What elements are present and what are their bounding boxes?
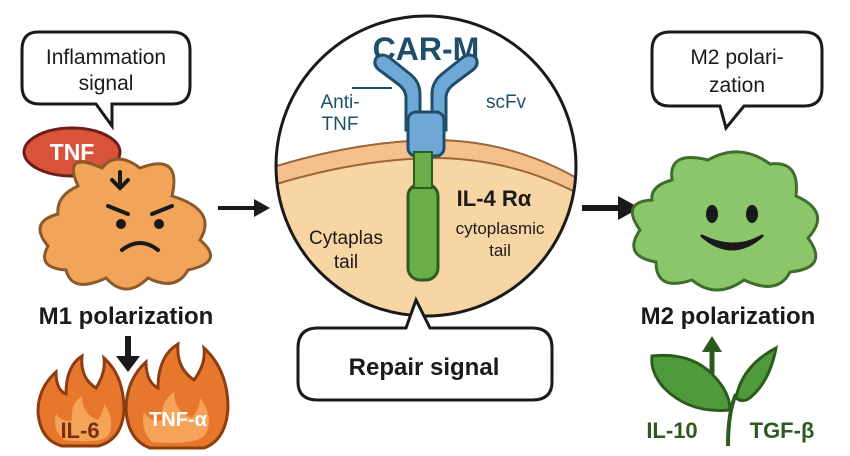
scfv-antibody	[373, 53, 479, 158]
cell-membrane	[276, 138, 576, 202]
anti-label-line-1: Anti-	[320, 92, 359, 113]
m2-polarization-label: M2 polarization	[641, 303, 816, 330]
right-arrow-icon	[218, 199, 270, 217]
antibody-right-arm	[430, 53, 479, 132]
angry-face-icon	[106, 204, 174, 252]
m1-macrophage	[38, 157, 212, 291]
scfv-label: scFv	[486, 92, 527, 113]
il6-flame: IL-6	[36, 353, 126, 448]
repair-signal-label: Repair signal	[349, 354, 500, 381]
tgf-beta-label: TGF-β	[750, 418, 815, 443]
down-arrow-icon	[116, 336, 140, 372]
m1-polarization-label: M1 polarization	[39, 303, 214, 330]
smiling-face-icon	[700, 205, 764, 251]
il6-label: IL-6	[60, 418, 99, 443]
cytaplas-label-line-2: tail	[334, 252, 358, 273]
tnf-badge-label: TNF	[50, 139, 95, 165]
tnf-alpha-flame: TNF-α	[124, 341, 230, 450]
il4-receptor-label: IL-4 Rα	[457, 186, 532, 211]
inflammation-speech-bubble: Inflammation signal	[20, 30, 192, 131]
right-arrow-icon	[582, 196, 640, 220]
transmembrane-domain	[413, 151, 433, 189]
cytoplasmic-label-line-2: tail	[489, 241, 511, 260]
m2-macrophage	[630, 150, 819, 292]
down-arrow-icon	[110, 170, 130, 191]
transmembrane-tail	[406, 182, 440, 282]
m2-speech-bubble: M2 polari- zation	[650, 30, 824, 132]
tnf-alpha-label: TNF-α	[149, 409, 208, 431]
m2-cell-body	[630, 150, 819, 292]
m2-bubble-line-1: M2 polari-	[690, 46, 783, 69]
anti-label-line-2: TNF	[322, 114, 359, 135]
leaf-sprout-icon	[650, 345, 779, 447]
inflammation-bubble-line-1: Inflammation	[46, 46, 166, 69]
inflammation-bubble-line-2: signal	[79, 72, 134, 95]
antibody-left-arm	[373, 53, 422, 132]
antibody-stem	[406, 110, 446, 158]
up-arrow-icon	[702, 336, 722, 374]
repair-signal-callout: Repair signal	[296, 296, 554, 402]
il10-label: IL-10	[646, 418, 697, 443]
cytaplas-label-line-1: Cytaplas	[309, 228, 383, 249]
m2-bubble-line-2: zation	[709, 74, 765, 97]
cytoplasmic-label-line-1: cytoplasmic	[456, 219, 545, 238]
